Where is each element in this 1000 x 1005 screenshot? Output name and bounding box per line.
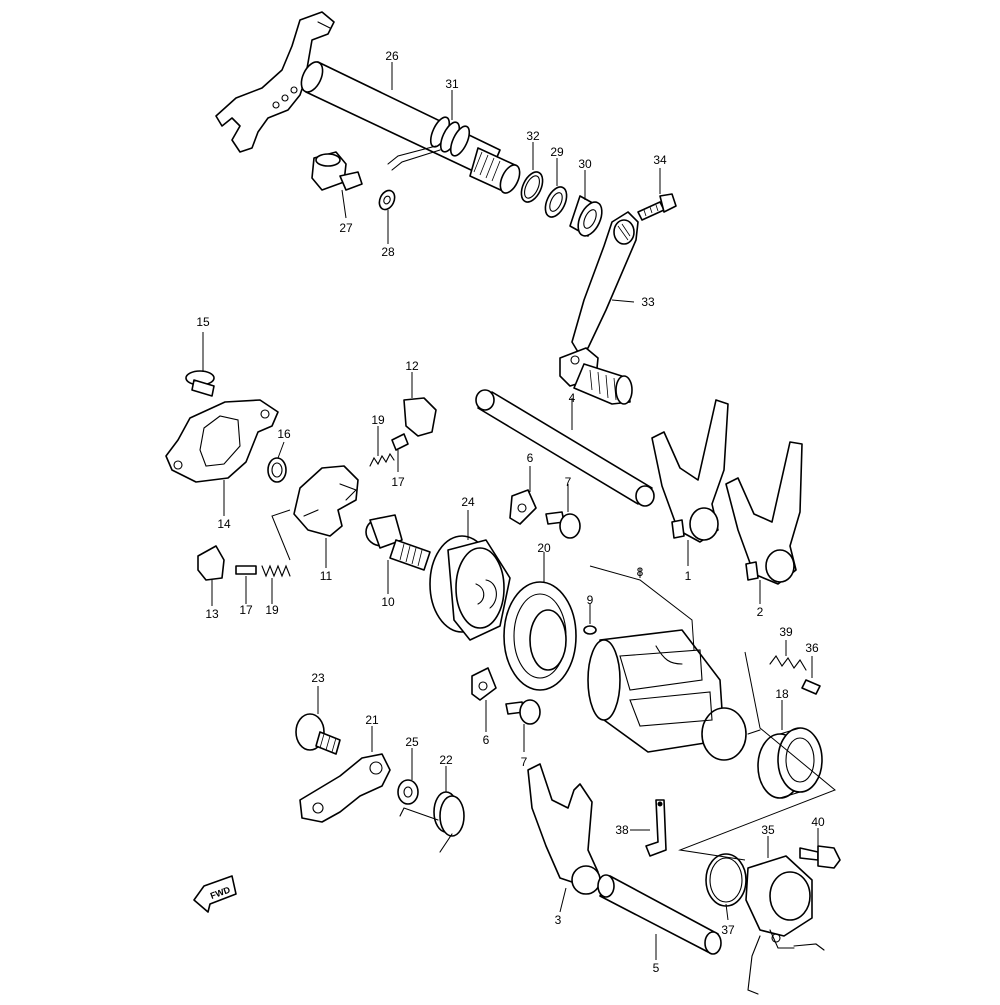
spring-19-upper bbox=[369, 433, 409, 467]
callout-28: 28 bbox=[381, 245, 395, 259]
spring-22 bbox=[399, 791, 465, 853]
callout-39: 39 bbox=[779, 625, 793, 639]
callout-31: 31 bbox=[445, 77, 459, 91]
spring-19-lower bbox=[261, 564, 291, 578]
callout-33: 33 bbox=[641, 295, 655, 309]
spring-39 bbox=[769, 655, 807, 671]
callout-labels: 26 31 32 29 30 34 27 28 33 15 12 4 19 16… bbox=[196, 49, 825, 975]
callout-37: 37 bbox=[721, 923, 735, 937]
callout-18: 18 bbox=[775, 687, 789, 701]
callout-15: 15 bbox=[196, 315, 210, 329]
callout-22: 22 bbox=[439, 753, 453, 767]
washer-29 bbox=[544, 186, 568, 218]
callout-6-upper: 6 bbox=[527, 451, 534, 465]
callout-7-upper: 7 bbox=[565, 475, 572, 489]
callout-29: 29 bbox=[550, 145, 564, 159]
callout-8: 8 bbox=[637, 565, 644, 579]
circlip-32 bbox=[520, 171, 544, 203]
gear-position-switch-35 bbox=[745, 855, 825, 995]
cam-driven-gear-24 bbox=[429, 535, 511, 641]
callout-6-lower: 6 bbox=[483, 733, 490, 747]
callout-9: 9 bbox=[587, 593, 594, 607]
screw-7-lower bbox=[505, 699, 541, 725]
callout-25: 25 bbox=[405, 735, 419, 749]
callout-13: 13 bbox=[205, 607, 219, 621]
callout-17-upper: 17 bbox=[391, 475, 405, 489]
bolt-34 bbox=[637, 193, 677, 221]
bearing-18 bbox=[757, 727, 823, 799]
callout-40: 40 bbox=[811, 815, 825, 829]
callout-27: 27 bbox=[339, 221, 353, 235]
callout-17-lower: 17 bbox=[239, 603, 253, 617]
callout-7-lower: 7 bbox=[521, 755, 528, 769]
stopper-bolt bbox=[311, 151, 363, 191]
bolt-23 bbox=[295, 713, 341, 755]
callout-34: 34 bbox=[653, 153, 667, 167]
callout-36: 36 bbox=[805, 641, 819, 655]
callout-38: 38 bbox=[615, 823, 629, 837]
callout-23: 23 bbox=[311, 671, 325, 685]
callout-11: 11 bbox=[320, 569, 333, 583]
callout-2: 2 bbox=[757, 605, 764, 619]
callout-26: 26 bbox=[385, 49, 399, 63]
pin-9 bbox=[583, 625, 597, 635]
callout-21: 21 bbox=[365, 713, 379, 727]
callout-20: 20 bbox=[537, 541, 551, 555]
pin-36 bbox=[801, 679, 821, 695]
callout-10: 10 bbox=[381, 595, 395, 609]
cam-stopper-bolt-10 bbox=[365, 514, 431, 571]
callout-4: 4 bbox=[569, 391, 576, 405]
shift-fork-shaft-4 bbox=[475, 389, 655, 507]
shift-fork-shaft-5 bbox=[597, 874, 722, 955]
bearing-20 bbox=[503, 581, 577, 691]
callout-1: 1 bbox=[685, 569, 692, 583]
callout-12: 12 bbox=[405, 359, 419, 373]
gearshift-cam-8 bbox=[587, 629, 761, 761]
shift-cam-11 bbox=[293, 465, 359, 537]
cam-stopper-21 bbox=[299, 753, 391, 823]
guide-38 bbox=[645, 799, 667, 857]
pin-12 bbox=[403, 397, 437, 437]
plate-6-upper bbox=[509, 489, 537, 525]
plate-14 bbox=[165, 399, 279, 483]
callout-19-lower: 19 bbox=[265, 603, 279, 617]
bushing-16 bbox=[267, 457, 287, 483]
callout-35: 35 bbox=[761, 823, 775, 837]
shift-fork-2 bbox=[725, 441, 803, 585]
leader-lines bbox=[202, 62, 836, 960]
callout-30: 30 bbox=[578, 157, 592, 171]
gearshift-lever-33 bbox=[559, 211, 639, 405]
washer-28 bbox=[378, 189, 396, 211]
plate-6-lower bbox=[471, 667, 497, 701]
arrow-left-icon bbox=[193, 875, 237, 913]
callout-24: 24 bbox=[461, 495, 475, 509]
washer-25 bbox=[397, 779, 419, 805]
bolt-40 bbox=[799, 845, 841, 869]
pawl-13 bbox=[197, 545, 225, 581]
screw-7-upper bbox=[545, 511, 581, 539]
callout-5: 5 bbox=[653, 961, 660, 975]
return-spring bbox=[387, 116, 471, 171]
o-ring-37 bbox=[705, 853, 747, 907]
oil-seal-30 bbox=[569, 195, 603, 237]
fwd-arrow: FWD bbox=[193, 875, 237, 913]
callout-32: 32 bbox=[526, 129, 540, 143]
callout-14: 14 bbox=[217, 517, 231, 531]
shift-fork-3 bbox=[527, 763, 601, 895]
callout-3: 3 bbox=[555, 913, 562, 927]
screw-15 bbox=[185, 370, 215, 397]
shift-fork-1 bbox=[651, 399, 729, 543]
shift-shaft-lever bbox=[215, 11, 335, 153]
callout-16: 16 bbox=[277, 427, 291, 441]
pin-17-lower bbox=[235, 565, 257, 575]
callout-19-upper: 19 bbox=[371, 413, 385, 427]
